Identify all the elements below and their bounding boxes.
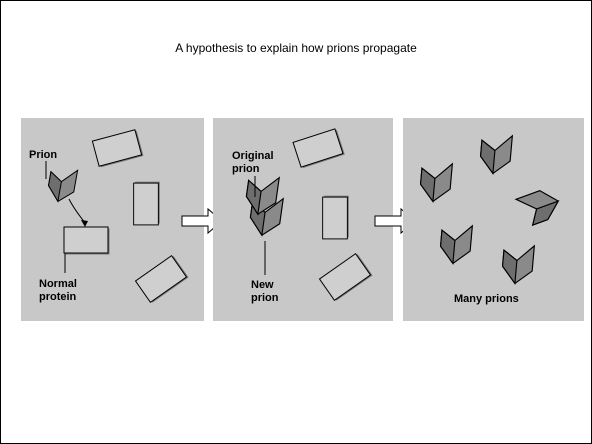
normal-protein-label-line2: protein [39, 291, 77, 303]
normal-protein-shape [322, 195, 350, 240]
panel-many-prions: Many prions [403, 118, 584, 321]
original-prion-label-line2: prion [232, 163, 260, 175]
panel-conversion: Original prion New prion [213, 118, 393, 321]
new-prion-label-line2: prion [251, 292, 279, 304]
normal-protein-shape [133, 181, 161, 226]
normal-protein-label-line1: Normal [39, 278, 77, 290]
prion-label: Prion [29, 149, 57, 161]
new-prion-label-line1: New [251, 279, 274, 291]
conversion-arrowhead [81, 220, 88, 227]
panel-normal-protein: Prion Normal protein [21, 118, 204, 321]
slide-title: A hypothesis to explain how prions propa… [175, 41, 417, 55]
many-prions-label: Many prions [454, 293, 519, 305]
normal-protein-shape [63, 226, 110, 255]
original-prion-label-line1: Original [232, 150, 274, 162]
